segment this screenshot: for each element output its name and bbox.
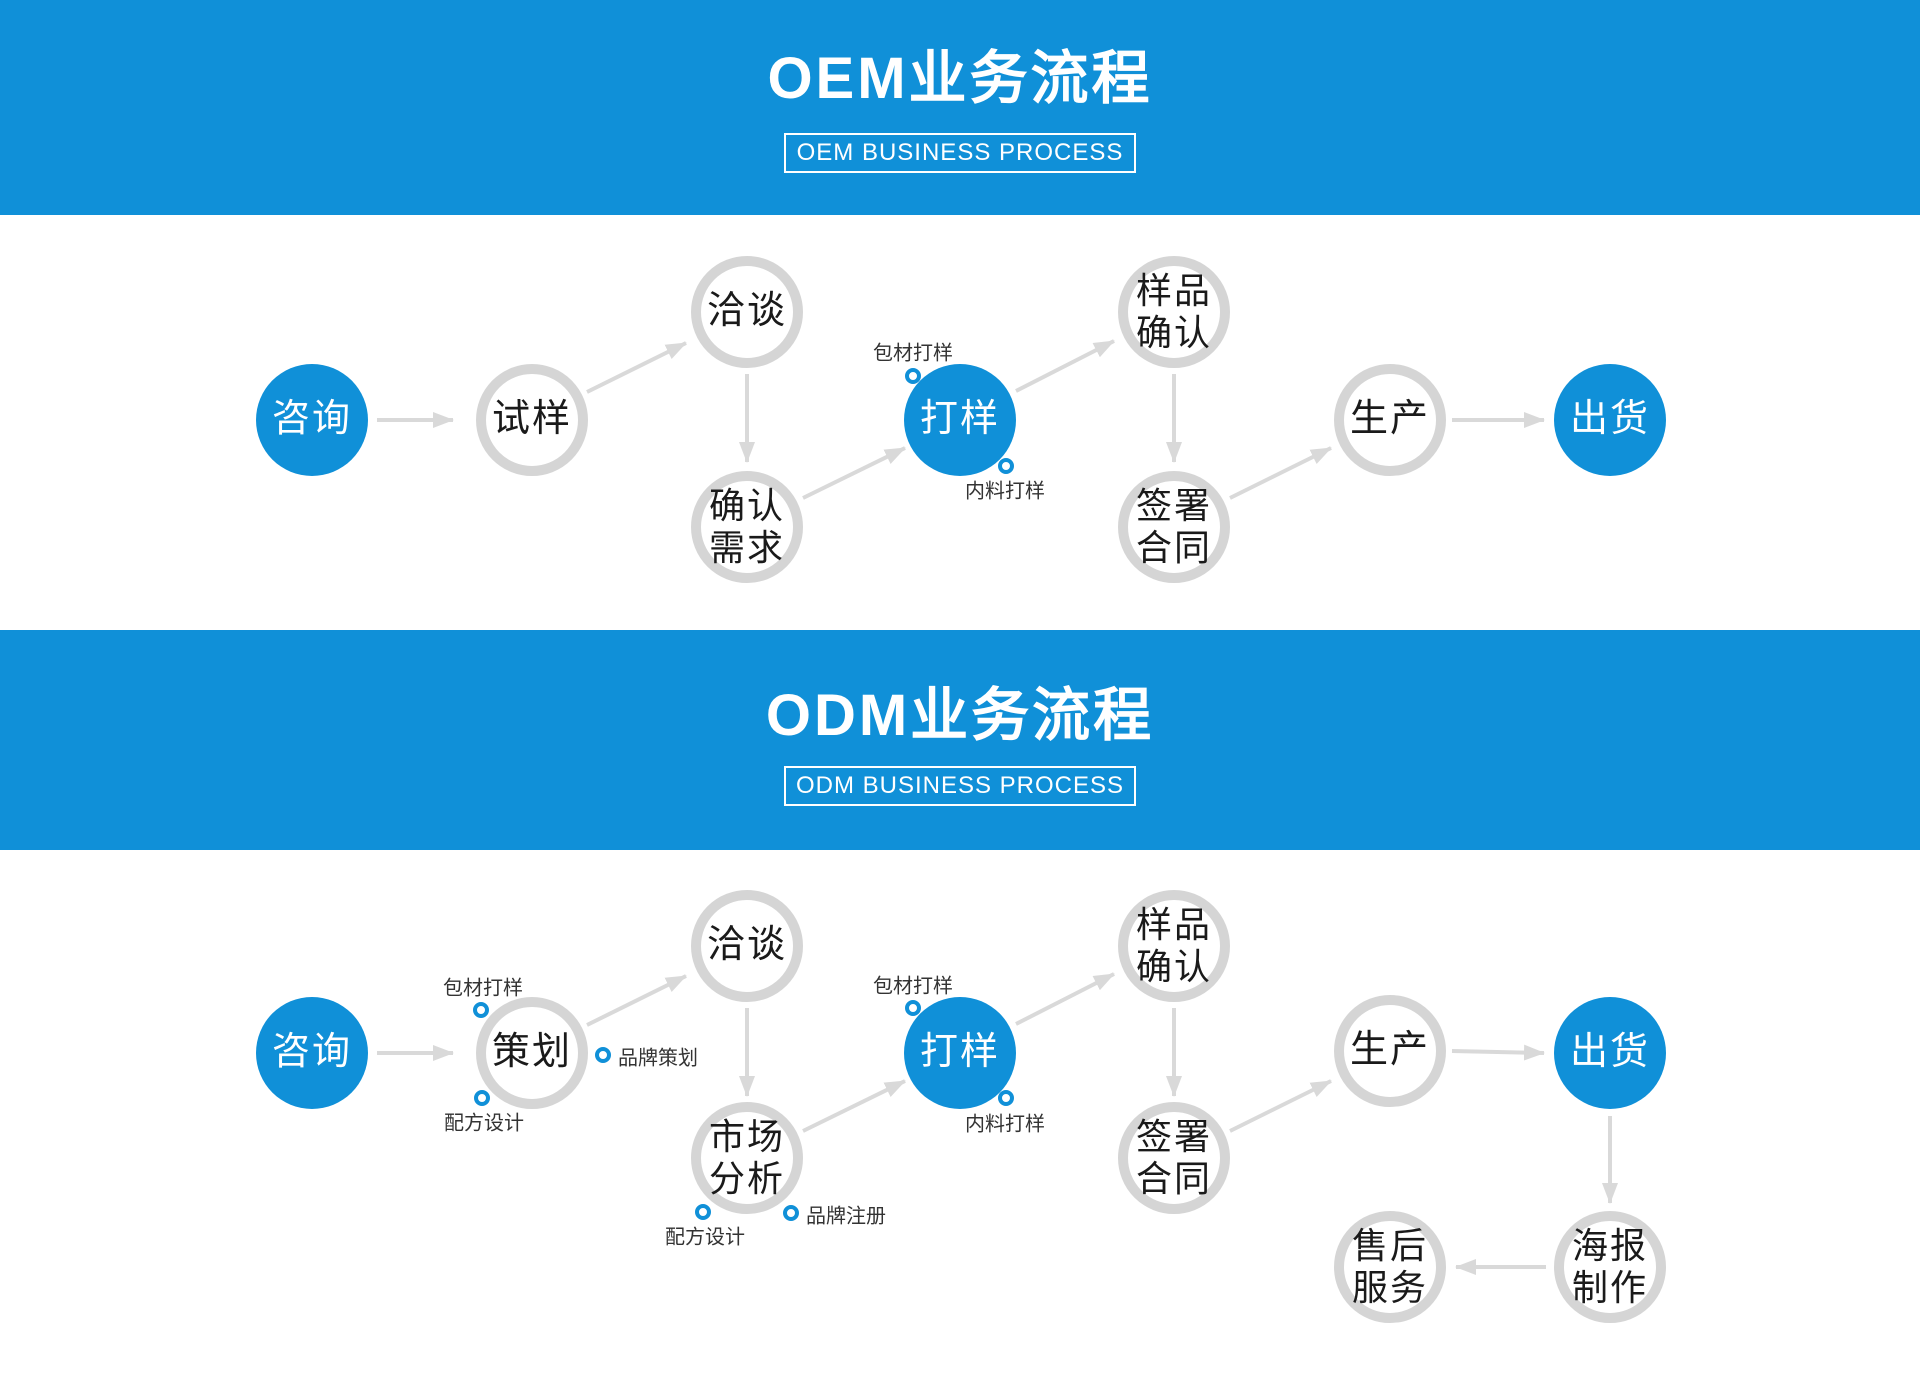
oem-flow-node-negotiation: 洽谈 [691, 256, 803, 368]
odm-banner: ODM业务流程 ODM BUSINESS PROCESS [0, 630, 1920, 850]
oem-flow-node-confirm-needs: 确认需求 [691, 471, 803, 583]
oem-flow-node-negotiation-label: 洽谈 [706, 290, 787, 333]
odm-flow-node-sampling-label: 打样 [919, 1031, 1000, 1074]
odm-banner-subtitle: ODM BUSINESS PROCESS [795, 772, 1125, 799]
oem-flow-node-contract-signing-label: 签署合同 [1135, 485, 1212, 568]
odm-flow-node-negotiation: 洽谈 [691, 890, 803, 1002]
oem-flow-arrow-3 [802, 446, 906, 500]
odm-banner-title: ODM业务流程 [765, 683, 1155, 748]
odm-flow-marker-label-packaging-sampling-planning: 包材打样 [443, 977, 523, 1000]
oem-flow-node-consult: 咨询 [256, 364, 368, 476]
odm-banner-subtitle-box: ODM BUSINESS PROCESS [784, 766, 1136, 806]
odm-flow-node-negotiation-label: 洽谈 [706, 924, 787, 967]
odm-flow-marker-dot-packaging-sampling-sampling [905, 1000, 921, 1016]
oem-flow-marker-dot-packaging-sampling [905, 368, 921, 384]
odm-flow-marker-label-content-sampling: 内料打样 [965, 1113, 1045, 1136]
oem-flow-marker-label-content-sampling: 内料打样 [965, 480, 1045, 503]
oem-flow-node-shipment: 出货 [1554, 364, 1666, 476]
oem-flow-node-trial-sample: 试样 [476, 364, 588, 476]
odm-flow-node-sample-confirmation: 样品确认 [1118, 890, 1230, 1002]
odm-flow-marker-dot-packaging-sampling-planning [473, 1002, 489, 1018]
oem-flow-node-confirm-needs-label: 确认需求 [708, 485, 785, 568]
odm-flow-node-after-sales: 售后服务 [1334, 1211, 1446, 1323]
odm-flow-marker-dot-brand-registration [783, 1205, 799, 1221]
odm-flow-node-poster-design-label: 海报制作 [1571, 1225, 1648, 1308]
oem-flow-node-production-label: 生产 [1349, 398, 1430, 441]
odm-flow-marker-label-brand-registration: 品牌注册 [806, 1205, 886, 1228]
odm-flow-node-consult-label: 咨询 [271, 1031, 352, 1074]
odm-flow-node-sample-confirmation-label: 样品确认 [1135, 904, 1212, 987]
oem-flow-marker-dot-content-sampling [998, 458, 1014, 474]
odm-flow-node-planning-label: 策划 [491, 1031, 572, 1074]
odm-flow-node-after-sales-label: 售后服务 [1351, 1225, 1428, 1308]
odm-flow-marker-label-brand-planning: 品牌策划 [618, 1047, 698, 1070]
odm-flow-node-planning: 策划 [476, 997, 588, 1109]
odm-flow-marker-label-packaging-sampling-sampling: 包材打样 [873, 975, 953, 998]
odm-flow-marker-label-formula-design-planning: 配方设计 [444, 1112, 524, 1135]
odm-flow-node-consult: 咨询 [256, 997, 368, 1109]
odm-flow-marker-label-formula-design-market: 配方设计 [665, 1226, 745, 1249]
odm-flow-arrow-3 [802, 1079, 906, 1133]
oem-flow-node-sampling: 打样 [904, 364, 1016, 476]
odm-flow-node-market-analysis: 市场分析 [691, 1102, 803, 1214]
oem-flow-node-trial-sample-label: 试样 [491, 398, 572, 441]
odm-flow-node-contract-signing-label: 签署合同 [1135, 1116, 1212, 1199]
odm-flow-node-contract-signing: 签署合同 [1118, 1102, 1230, 1214]
oem-flow-arrow-6 [1229, 446, 1332, 500]
oem-banner-subtitle: OEM BUSINESS PROCESS [796, 139, 1124, 166]
odm-flow-node-production-label: 生产 [1349, 1029, 1430, 1072]
oem-flow-node-contract-signing: 签署合同 [1118, 471, 1230, 583]
odm-flow-node-production: 生产 [1334, 995, 1446, 1107]
odm-flow-node-shipment: 出货 [1554, 997, 1666, 1109]
oem-banner-subtitle-box: OEM BUSINESS PROCESS [784, 133, 1136, 173]
oem-flow-node-production: 生产 [1334, 364, 1446, 476]
odm-flow-marker-dot-content-sampling [998, 1090, 1014, 1106]
oem-flow-node-shipment-label: 出货 [1569, 398, 1650, 441]
odm-flow-marker-dot-formula-design-planning [474, 1090, 490, 1106]
odm-flow-node-shipment-label: 出货 [1569, 1031, 1650, 1074]
odm-flow-node-sampling: 打样 [904, 997, 1016, 1109]
odm-flow-marker-dot-brand-planning [595, 1047, 611, 1063]
oem-flow-arrow-4 [1015, 339, 1115, 393]
odm-flow-marker-dot-formula-design-market [695, 1204, 711, 1220]
oem-flow-node-consult-label: 咨询 [271, 398, 352, 441]
odm-flow-arrow-1 [586, 974, 687, 1027]
oem-flow-arrow-1 [586, 341, 687, 394]
oem-banner-title: OEM业务流程 [767, 46, 1153, 111]
odm-flow-arrow-6 [1229, 1079, 1332, 1133]
oem-banner: OEM业务流程 OEM BUSINESS PROCESS [0, 0, 1920, 215]
odm-flow-node-poster-design: 海报制作 [1554, 1211, 1666, 1323]
oem-flow-node-sample-confirmation-label: 样品确认 [1135, 270, 1212, 353]
odm-flow-arrow-4 [1015, 972, 1115, 1026]
oem-flow-node-sample-confirmation: 样品确认 [1118, 256, 1230, 368]
odm-flow-arrow-7 [1451, 1044, 1545, 1061]
oem-flow-marker-label-packaging-sampling: 包材打样 [873, 342, 953, 365]
odm-flow-node-market-analysis-label: 市场分析 [708, 1116, 785, 1199]
oem-flow-node-sampling-label: 打样 [919, 398, 1000, 441]
